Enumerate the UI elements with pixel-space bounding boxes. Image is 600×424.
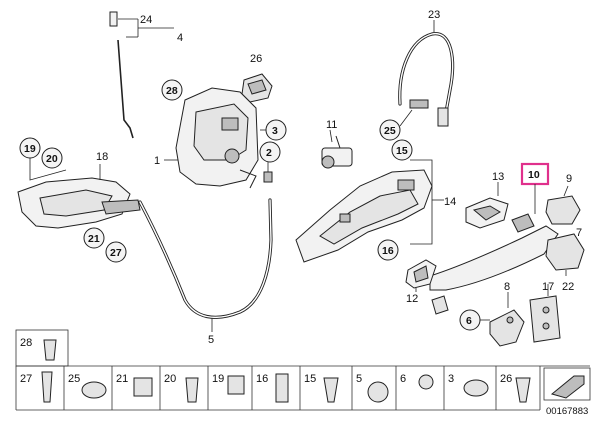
label-9: 9: [566, 173, 572, 185]
legend-label-2: 21: [116, 373, 128, 385]
door-lock: 1: [154, 87, 259, 189]
label-19: 19: [24, 143, 36, 155]
arrow-icon: [550, 375, 585, 399]
label-3: 3: [272, 125, 278, 137]
callout-21: [83, 227, 105, 249]
diagram-id: 00167883: [546, 406, 588, 417]
label-18: 18: [96, 151, 108, 163]
outer-handle: 10: [429, 162, 559, 291]
label-8: 8: [504, 281, 510, 293]
arrow-icon-box: [543, 367, 591, 401]
callout-28: [161, 79, 183, 101]
lock-cylinder: 11: [321, 119, 353, 169]
legend-label-3: 20: [164, 373, 176, 385]
label-12: 12: [406, 293, 418, 305]
label-13: 13: [492, 171, 504, 183]
label-2: 2: [266, 147, 272, 159]
legend-top-label: 28: [20, 337, 32, 349]
label-26: 26: [250, 53, 262, 65]
label-7: 7: [576, 227, 582, 239]
callout-15: [391, 139, 413, 161]
legend-label-10: 26: [500, 373, 512, 385]
label-27: 27: [110, 247, 122, 259]
rod: [117, 39, 134, 139]
label-4: 4: [177, 32, 183, 44]
label-15: 15: [396, 145, 408, 157]
label-10: 10: [528, 169, 540, 181]
callout-2: [259, 141, 281, 163]
rod-assembly: 24 4: [109, 11, 183, 139]
caps: 9 22 7: [545, 173, 585, 293]
label-5: 5: [208, 334, 214, 346]
label-20: 20: [46, 153, 58, 165]
label-1: 1: [154, 155, 160, 167]
legend-grid: 28 27 25 21 20 19 16 15 5 6 3 26: [15, 329, 591, 417]
label-28: 28: [166, 85, 178, 97]
label-21: 21: [88, 233, 100, 245]
cover-13: 13: [465, 171, 509, 229]
connector-2: [263, 171, 273, 183]
legend-label-1: 25: [68, 373, 80, 385]
label-11: 11: [326, 119, 337, 131]
label-16: 16: [382, 245, 394, 257]
handle-carrier: 14: [295, 159, 456, 263]
legend-label-8: 6: [400, 373, 406, 385]
label-6: 6: [466, 315, 472, 327]
label-25: 25: [384, 125, 396, 137]
legend-label-7: 5: [356, 373, 362, 385]
callout-25: [379, 119, 401, 141]
legend-label-4: 19: [212, 373, 224, 385]
callout-27: [105, 241, 127, 263]
cable-23: 23: [398, 9, 455, 127]
brackets: 8 6 17: [459, 281, 561, 347]
gasket-12: 12: [405, 259, 449, 315]
label-23: 23: [428, 9, 440, 21]
callout-16: [377, 239, 399, 261]
inner-handle: 18: [17, 151, 141, 229]
rod-clip: [109, 11, 118, 27]
bracket-26: 26: [241, 53, 273, 103]
callout-20: [41, 147, 63, 169]
legend-label-5: 16: [256, 373, 268, 385]
legend-label-9: 3: [448, 373, 454, 385]
label-17: 17: [542, 281, 554, 293]
label-22: 22: [562, 281, 574, 293]
legend-label-0: 27: [20, 373, 32, 385]
label-14: 14: [444, 196, 456, 208]
label-24: 24: [140, 14, 152, 26]
legend-label-6: 15: [304, 373, 316, 385]
cable-5: 5: [138, 198, 273, 346]
